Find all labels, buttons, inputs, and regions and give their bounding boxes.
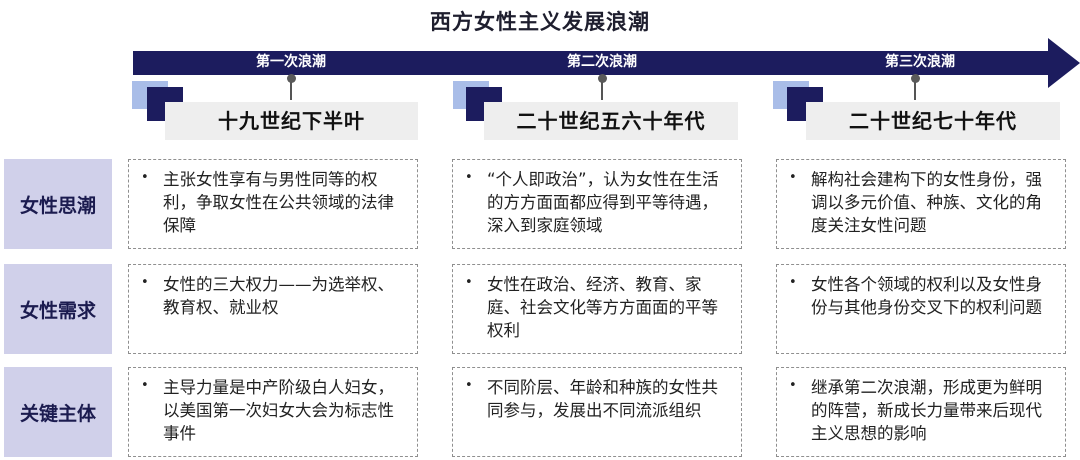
cell-row2-wave3: • 女性各个领域的权利以及女性身份与其他身份交叉下的权利问题	[776, 264, 1066, 354]
bullet-icon: •	[465, 275, 473, 290]
cell-row3-wave3: • 继承第二次浪潮，形成更为鲜明的阵营，新成长力量带来后现代主义思想的影响	[776, 367, 1066, 457]
era-label: 二十世纪五六十年代	[484, 102, 738, 140]
cell-row3-wave2: • 不同阶层、年龄和种族的女性共同参与，发展出不同流派组织	[452, 367, 742, 457]
cell-row3-wave1: • 主导力量是中产阶级白人妇女，以美国第一次妇女大会为标志性事件	[128, 367, 418, 457]
timeline-pin-icon	[598, 74, 607, 83]
cell-row2-wave1: • 女性的三大权力——为选举权、教育权、就业权	[128, 264, 418, 354]
row-label: 女性思潮	[4, 159, 112, 249]
bullet-icon: •	[141, 275, 149, 290]
row-label: 女性需求	[4, 264, 112, 354]
cell-row1-wave3: • 解构社会建构下的女性身份，强调以多元价值、种族、文化的角度关注女性问题	[776, 159, 1066, 249]
wave-label: 第二次浪潮	[567, 54, 637, 70]
bullet-icon: •	[141, 170, 149, 185]
timeline-pin-stem	[914, 82, 916, 100]
timeline-arrow	[133, 38, 1080, 88]
bullet-icon: •	[789, 170, 797, 185]
row-label: 关键主体	[4, 367, 112, 457]
bullet-icon: •	[789, 275, 797, 290]
wave-label: 第一次浪潮	[256, 54, 326, 70]
bullet-icon: •	[465, 170, 473, 185]
page-title: 西方女性主义发展浪潮	[430, 10, 650, 34]
wave-label: 第三次浪潮	[885, 54, 955, 70]
era-label: 十九世纪下半叶	[165, 102, 418, 140]
bullet-icon: •	[789, 378, 797, 393]
cell-row1-wave1: • 主张女性享有与男性同等的权利，争取女性在公共领域的法律保障	[128, 159, 418, 249]
timeline-pin-icon	[911, 74, 920, 83]
timeline-pin-icon	[287, 74, 296, 83]
cell-row1-wave2: • “个人即政治”，认为女性在生活的方方面面都应得到平等待遇，深入到家庭领域	[452, 159, 742, 249]
timeline-pin-stem	[601, 82, 603, 100]
era-label: 二十世纪七十年代	[806, 102, 1060, 140]
bullet-icon: •	[141, 378, 149, 393]
bullet-icon: •	[465, 378, 473, 393]
cell-row2-wave2: • 女性在政治、经济、教育、家庭、社会文化等方方面面的平等权利	[452, 264, 742, 354]
timeline-pin-stem	[290, 82, 292, 100]
